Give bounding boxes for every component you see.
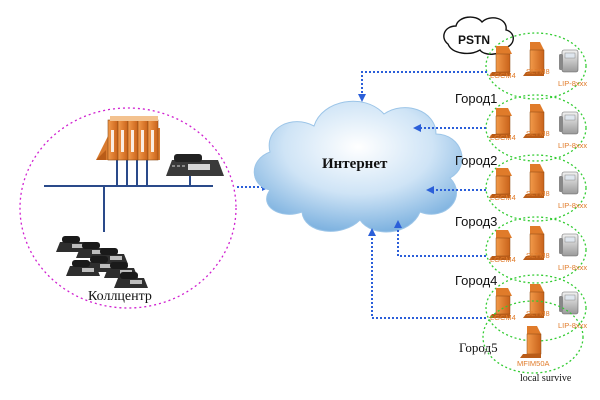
lgcm4-module-icon — [489, 108, 512, 138]
callcenter-phones-icon — [56, 236, 148, 288]
site-1-unit-label: LGCM4 — [490, 71, 516, 80]
callcenter-boundary — [19, 107, 237, 309]
site-2-unit-label: LIP-8xxx — [558, 141, 587, 150]
sltm8-module-icon — [523, 164, 545, 198]
site-4-unit-label: LIP-8xxx — [558, 263, 587, 272]
site-4-boundary — [485, 216, 587, 284]
site-3-city-label: Город2 — [455, 153, 497, 168]
lgcm4-module-icon — [489, 46, 512, 76]
site-6-boundary — [482, 300, 584, 374]
site-4-unit-label: SLTM8 — [526, 251, 550, 260]
internet-cloud: Интернет — [253, 100, 463, 233]
site-5-unit-label: LGCM4 — [490, 313, 516, 322]
lip-phone-icon — [559, 171, 579, 195]
lip-phone-icon — [559, 49, 579, 73]
lgcm4-module-icon — [489, 230, 512, 260]
site-4-unit-label: LGCM4 — [490, 255, 516, 264]
site-6-city-label: Город5 — [459, 340, 498, 355]
pstn-label: PSTN — [458, 33, 490, 47]
site-1-unit-label: SLTM8 — [526, 67, 550, 76]
lip-phone-icon — [559, 111, 579, 135]
site-2-city-label: Город1 — [455, 91, 497, 106]
site-5-unit-label: LIP-8xxx — [558, 321, 587, 330]
sltm8-module-icon — [523, 284, 545, 318]
site-6: MFIM50A Город5 — [459, 300, 584, 374]
site-3-unit-label: LIP-8xxx — [558, 201, 587, 210]
site-3-boundary — [485, 154, 587, 222]
site-5-link — [368, 228, 486, 319]
lip-phone-icon — [559, 291, 579, 315]
site-4-city-label: Город3 — [455, 214, 497, 229]
site-1-boundary — [485, 32, 587, 100]
mfim50a-module-icon — [520, 326, 542, 358]
site-1-unit-label: LIP-8xxx — [558, 79, 587, 88]
site-6-unit-label: MFIM50A — [517, 359, 550, 368]
site-5-city-label: Город4 — [455, 273, 497, 288]
site-2-unit-label: SLTM8 — [526, 129, 550, 138]
sltm8-module-icon — [523, 42, 545, 76]
site-3-unit-label: SLTM8 — [526, 189, 550, 198]
sltm8-module-icon — [523, 104, 545, 138]
site-1-link — [358, 71, 487, 102]
internet-label: Интернет — [322, 156, 388, 172]
sltm8-module-icon — [523, 226, 545, 260]
pstn-cloud: PSTN — [443, 16, 514, 55]
callcenter-label: Коллцентр — [88, 289, 152, 304]
site-3-unit-label: LGCM4 — [490, 193, 516, 202]
site-5-unit-label: SLTM8 — [526, 309, 550, 318]
local-survive-label: local survive — [520, 373, 572, 384]
callcenter-lan — [44, 160, 213, 232]
site-5-boundary — [485, 274, 587, 342]
lip-phone-icon — [559, 233, 579, 257]
lgcm4-module-icon — [489, 288, 512, 318]
site-2-unit-label: LGCM4 — [490, 133, 516, 142]
site-4-link — [394, 220, 486, 257]
pbx-rack-icon — [96, 116, 160, 161]
lgcm4-module-icon — [489, 168, 512, 198]
desk-phone-icon — [166, 154, 224, 176]
